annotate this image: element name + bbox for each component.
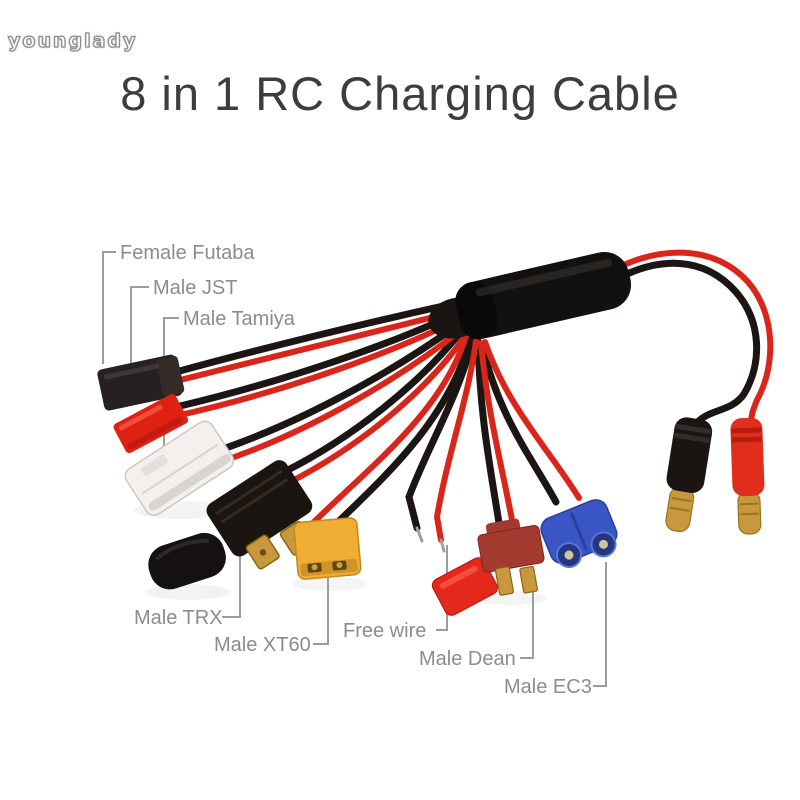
deans-pin [519, 565, 538, 594]
banana-tip-rib [669, 506, 690, 512]
trx-ridge [215, 469, 283, 515]
wire-red-free [433, 338, 479, 543]
watermark: younglady [7, 29, 138, 52]
ec3-connector [540, 499, 618, 569]
wire-black-banana [600, 259, 761, 429]
banana-plug-red [730, 417, 765, 535]
banana-rib [731, 427, 762, 434]
heat-shrink-band [455, 281, 498, 340]
trx-ridge [220, 478, 289, 524]
label-male-dean: Male Dean [419, 648, 516, 670]
banana-rib [675, 423, 712, 435]
tamiya-shade [148, 454, 231, 511]
wire-red-trx [287, 332, 469, 485]
label-free-wire: Free wire [343, 620, 426, 642]
label-female-futaba: Female Futaba [120, 242, 255, 264]
wire-red-dean [478, 340, 516, 528]
futaba-tip [156, 356, 185, 397]
trx-pin-hole [259, 549, 267, 556]
ec3-contact [564, 550, 574, 560]
wire-black-trx [280, 325, 467, 476]
heat-shrink-highlight [475, 258, 613, 297]
label-male-ec3: Male EC3 [504, 676, 592, 698]
ec3-contact [598, 539, 608, 549]
wire-black-tamiya [210, 320, 463, 456]
wire-red-xt60 [309, 330, 470, 527]
leader-male-xt60 [313, 578, 329, 645]
leader-male-trx [222, 550, 241, 618]
tamiya-connector [124, 420, 235, 517]
wire-red-ec3 [482, 339, 582, 501]
wire-black-dean [474, 337, 503, 527]
xt60-contact [336, 562, 343, 569]
wire-red-banana [599, 249, 774, 427]
wire-red-tamiya [217, 327, 464, 465]
jst-connector [113, 393, 189, 454]
free-wire-tips [415, 526, 446, 553]
label-male-trx: Male TRX [134, 607, 223, 629]
ec3-divider [570, 512, 588, 551]
red-cap [431, 557, 498, 616]
wire-black-free [405, 335, 477, 532]
label-male-jst: Male JST [153, 277, 237, 299]
banana-tip-rib [671, 496, 692, 503]
label-male-tamiya: Male Tamiya [183, 308, 296, 330]
deans-connector [477, 518, 545, 596]
tamiya-latch [141, 454, 169, 476]
futaba-highlight [103, 363, 160, 380]
leader-male-dean [520, 580, 534, 659]
black-cap-highlight [154, 538, 209, 561]
jst-highlight [119, 404, 163, 431]
banana-plug-black [665, 417, 713, 533]
leader-female-futaba [102, 251, 116, 364]
page-title: 8 in 1 RC Charging Cable [120, 67, 680, 120]
black-cap [148, 532, 226, 590]
label-male-xt60: Male XT60 [214, 634, 311, 656]
black-wires [172, 259, 761, 532]
tamiya-seam [141, 443, 219, 495]
free-wire-tip-black [415, 526, 424, 543]
jst-shade [127, 417, 183, 450]
banana-rib [731, 436, 762, 443]
wire-black-ec3 [478, 340, 560, 506]
banana-rib [673, 432, 711, 444]
banana-tip-rib [740, 502, 759, 506]
heat-shrink-sleeve [455, 251, 632, 340]
deans-pin [494, 566, 514, 596]
leader-male-ec3 [593, 562, 607, 687]
banana-tip-rib [740, 512, 759, 516]
red-cap-highlight [439, 565, 478, 589]
xt60-connector [293, 517, 362, 580]
connector-labels: Female Futaba Male JST Male Tamiya Male … [120, 242, 592, 698]
trx-connector [206, 460, 314, 570]
futaba-connector [97, 354, 185, 411]
wire-black-futaba [172, 300, 456, 376]
red-wires [169, 249, 774, 543]
free-wire-tip-red [439, 538, 446, 553]
wire-red-jst [173, 317, 460, 419]
xt60-contact [311, 564, 318, 571]
